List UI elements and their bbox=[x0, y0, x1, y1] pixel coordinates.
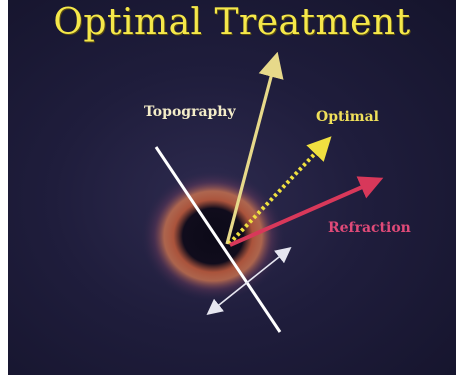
slide-canvas: Optimal Treatment Topography Optimal Ref… bbox=[8, 0, 456, 384]
topography-label: Topography bbox=[144, 104, 236, 120]
corneal-ring bbox=[141, 170, 285, 302]
page-margin bbox=[0, 375, 462, 392]
optimal-label: Optimal bbox=[316, 109, 379, 125]
treatment-diagram bbox=[8, 0, 456, 384]
refraction-label: Refraction bbox=[328, 220, 411, 236]
slide-title: Optimal Treatment bbox=[8, 2, 456, 43]
